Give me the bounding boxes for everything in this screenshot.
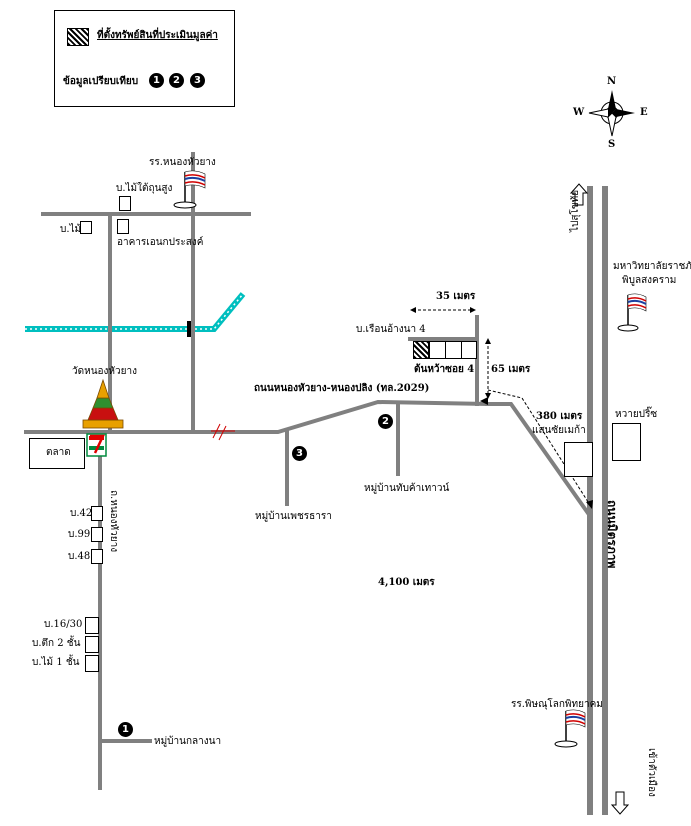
building-commercial (117, 219, 129, 234)
label-village-klangna: หมู่บ้านกลางนา (154, 736, 222, 747)
label-house-16-30: บ.16/30 (44, 619, 83, 630)
down-arrow-icon (610, 791, 630, 815)
legend-marker-2: 2 (169, 73, 184, 88)
flag-icon (617, 293, 647, 332)
comparable-marker-2: 2 (378, 414, 393, 429)
property-hatch-icon (67, 28, 89, 46)
legend-comparables-label: ข้อมูลเปรียบเทียบ (63, 76, 139, 87)
label-house-48: บ.48 (68, 551, 91, 562)
label-commercial-building: อาคารเอนกประสงค์ (117, 237, 204, 248)
building-market (29, 438, 85, 469)
label-soi-start: ต้นหว้าซอย 4 (414, 364, 475, 375)
label-temple: วัดหนองหัวยาง (72, 366, 137, 377)
building-house-wood (119, 196, 131, 211)
label-school-phitsanulok: รร.พิษณุโลกพิทยาคม (511, 699, 603, 710)
legend-marker-3: 3 (190, 73, 205, 88)
compass-south: S (608, 139, 616, 150)
label-house-wood: บ.ไม้ใต้ถุนสูง (116, 183, 173, 194)
compass-east: E (640, 107, 648, 118)
label-main-road: ถนนหนองหัวยาง-หนองปลิง (ทล.2029) (254, 383, 430, 394)
label-distance-4100: 4,100 เมตร (378, 577, 435, 588)
label-ptt-station: หวายปริ๊ซ (615, 409, 658, 420)
canal (25, 292, 246, 332)
distance-arrows (413, 309, 591, 506)
label-house-wood-1floor: บ.ไม้ 1 ชั้น (32, 657, 80, 668)
legend-marker-1: 1 (149, 73, 164, 88)
label-village-khunthong: หมู่บ้านทับค้าเทาวน์ (364, 483, 450, 494)
label-market: ตลาด (46, 447, 71, 458)
comparable-marker-1: 1 (118, 722, 133, 737)
building-house-16-30 (85, 617, 99, 634)
label-university-2: พิบูลสงคราม (622, 275, 677, 286)
label-house-small: บ.ไม้ (60, 224, 82, 235)
building-house-brick (85, 636, 99, 653)
label-rowhouse: บ.เรือนอ้างนา 4 (356, 324, 426, 335)
label-house-99: บ.99 (68, 529, 91, 540)
label-house-brick: บ.ตึก 2 ชั้น (32, 638, 81, 649)
building-shop-right (564, 442, 593, 477)
label-to-south: เข้าตัวเมือง (646, 748, 657, 797)
label-left-road: ถ.หนองหัวยาง (108, 490, 119, 553)
label-university: มหาวิทยาลัยราชภัฏ (613, 261, 691, 272)
building-house-99 (91, 527, 103, 542)
road-break-mark (211, 423, 235, 441)
compass-west: W (573, 107, 585, 118)
label-village-pensiri: หมู่บ้านเพชรธารา (255, 511, 332, 522)
building-house-48 (91, 549, 103, 564)
road-network (24, 152, 593, 790)
rowhouse-unit (429, 341, 446, 359)
seven-eleven-icon (86, 433, 107, 457)
highway (587, 186, 608, 815)
subject-property (413, 341, 429, 359)
building-house-wood-1 (85, 655, 99, 672)
rowhouse-unit (445, 341, 462, 359)
comparable-marker-3: 3 (292, 446, 307, 461)
flag-icon (554, 709, 586, 748)
legend-property-label: ที่ตั้งทรัพย์สินที่ประเมินมูลค่า (97, 30, 218, 41)
compass-north: N (607, 76, 617, 87)
building-ptt-station (612, 423, 641, 461)
label-shop-right: แสนซัยเมก้า (532, 425, 586, 436)
building-house-42 (91, 506, 103, 521)
label-distance-380: 380 เมตร (536, 411, 583, 422)
arrowheads (410, 307, 593, 509)
label-to-north: ไปสุโขทัย (570, 189, 581, 232)
compass-icon (588, 90, 635, 137)
label-distance-65: 65 เมตร (491, 364, 531, 375)
temple-icon (82, 378, 124, 429)
label-highway: ถนนมิตรภาพ (605, 500, 619, 569)
label-house-42: บ.42 (70, 508, 93, 519)
flag-icon (173, 170, 206, 209)
label-distance-35: 35 เมตร (436, 291, 476, 302)
building-house-small (80, 221, 92, 234)
label-school-nonghuayang: รร.หนองหัวยาง (149, 157, 216, 168)
up-arrow-icon (569, 183, 589, 206)
legend-box: ที่ตั้งทรัพย์สินที่ประเมินมูลค่า ข้อมูลเ… (54, 10, 235, 107)
rowhouse-unit (461, 341, 477, 359)
